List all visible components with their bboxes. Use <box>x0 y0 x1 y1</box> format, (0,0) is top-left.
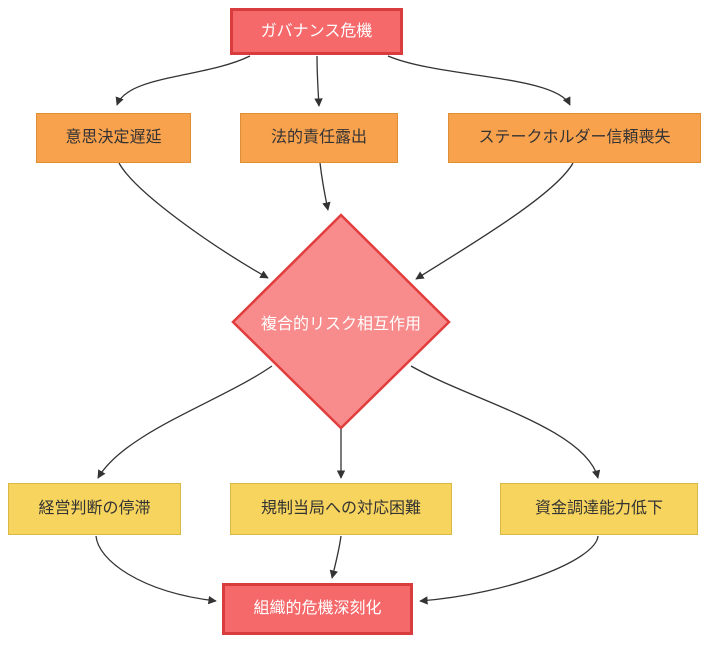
node-funding-decline-label: 資金調達能力低下 <box>534 500 663 518</box>
node-stakeholder-trust-loss: ステークホルダー信頼喪失 <box>448 113 701 163</box>
edge-decision-delay-to-diamond <box>118 162 269 279</box>
edge-management-stagnation-to-deepening <box>95 535 217 605</box>
node-crisis-deepening-label: 組織的危機深刻化 <box>253 600 382 618</box>
edge-crisis-to-decision-delay <box>115 55 251 106</box>
node-regulatory-difficulty-label: 規制当局への対応困難 <box>260 500 421 518</box>
node-decision-delay: 意思決定遅延 <box>36 113 191 163</box>
diamond-label-text: 複合的リスク相互作用 <box>260 316 421 333</box>
edge-diamond-to-management-stagnation <box>97 365 273 479</box>
node-regulatory-response-difficulty: 規制当局への対応困難 <box>230 483 452 535</box>
edge-legal-liability-to-diamond <box>319 162 331 211</box>
node-funding-capacity-decline: 資金調達能力低下 <box>500 483 698 535</box>
edge-crisis-to-legal-liability <box>314 55 323 107</box>
node-organizational-crisis-deepening: 組織的危機深刻化 <box>222 583 413 635</box>
edge-diamond-to-funding-decline <box>410 365 601 479</box>
diamond-compound-risk-interaction <box>231 213 451 430</box>
node-legal-liability-label: 法的責任露出 <box>270 129 367 147</box>
node-decision-delay-label: 意思決定遅延 <box>65 129 162 147</box>
edge-crisis-to-stakeholder-trust <box>387 55 571 106</box>
node-governance-crisis: ガバナンス危機 <box>230 8 403 55</box>
node-stakeholder-trust-label: ステークホルダー信頼喪失 <box>478 129 671 147</box>
edge-regulatory-difficulty-to-deepening <box>329 535 342 579</box>
edge-stakeholder-trust-to-diamond <box>415 162 574 280</box>
node-compound-risk-interaction-label: 複合的リスク相互作用 <box>241 310 441 334</box>
node-management-stagnation-label: 経営判断の停滞 <box>38 500 151 518</box>
edge-funding-decline-to-deepening <box>419 535 599 605</box>
node-management-judgment-stagnation: 経営判断の停滞 <box>8 483 181 535</box>
node-governance-crisis-label: ガバナンス危機 <box>260 22 373 40</box>
node-legal-liability-exposure: 法的責任露出 <box>240 113 398 163</box>
